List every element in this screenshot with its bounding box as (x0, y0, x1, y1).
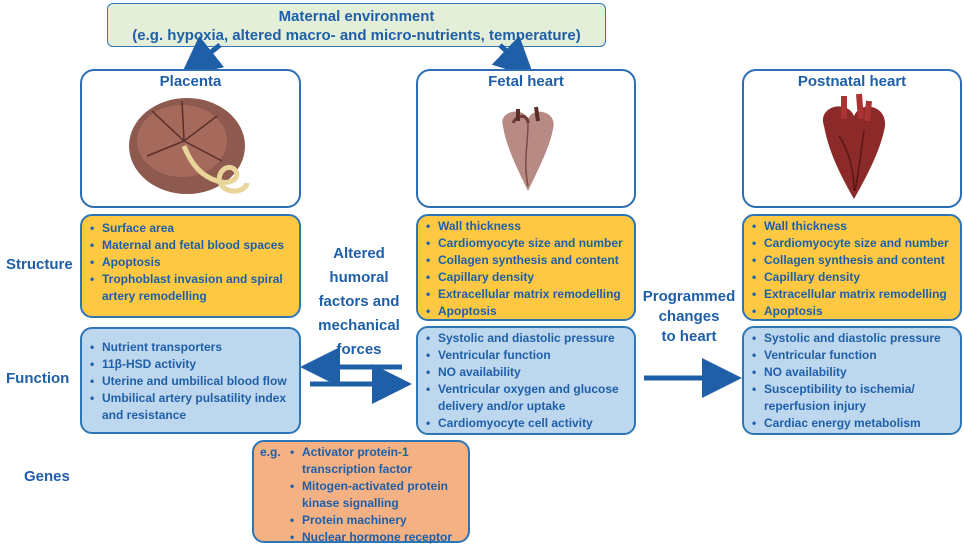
fetal-structure-box: Wall thicknessCardiomyocyte size and num… (416, 214, 636, 321)
programmed-line: changes (658, 308, 720, 325)
genes-list: Activator protein-1 transcription factor… (290, 444, 464, 546)
placenta-illustration-icon (129, 98, 250, 194)
list-item: Wall thickness (426, 218, 630, 235)
list-item: Protein machinery (290, 512, 464, 529)
genes-prefix: e.g. (260, 445, 281, 459)
list-item: 11β-HSD activity (90, 356, 293, 373)
list-item: Apoptosis (752, 303, 956, 320)
postnatal-heart-box: Postnatal heart (742, 69, 962, 208)
list-item: Surface area (90, 220, 293, 237)
postnatal-function-list: Systolic and diastolic pressureVentricul… (752, 330, 956, 432)
altered-line: forces (336, 341, 382, 358)
fetal-heart-title: Fetal heart (488, 73, 564, 90)
list-item: Trophoblast invasion and spiral artery r… (90, 271, 293, 305)
fetal-structure-list: Wall thicknessCardiomyocyte size and num… (426, 218, 630, 320)
list-item: Wall thickness (752, 218, 956, 235)
postnatal-structure-list: Wall thicknessCardiomyocyte size and num… (752, 218, 956, 320)
placenta-function-box: Nutrient transporters11β-HSD activityUte… (80, 327, 301, 434)
altered-factors-text: Altered humoral factors and mechanical f… (305, 242, 413, 362)
altered-line: humoral (329, 269, 389, 286)
list-item: Ventricular function (426, 347, 630, 364)
list-item: Systolic and diastolic pressure (752, 330, 956, 347)
list-item: NO availability (752, 364, 956, 381)
altered-line: Altered (333, 245, 385, 262)
list-item: Cardiomyocyte size and number (752, 235, 956, 252)
list-item: Nuclear hormone receptor (290, 529, 464, 546)
programmed-changes-text: Programmed changes to heart (636, 287, 742, 347)
placenta-function-list: Nutrient transporters11β-HSD activityUte… (90, 339, 293, 424)
list-item: Extracellular matrix remodelling (752, 286, 956, 303)
arrow-maternal-to-placenta (180, 35, 225, 77)
maternal-examples: (e.g. hypoxia, altered macro- and micro-… (132, 27, 581, 44)
genes-box: e.g. Activator protein-1 transcription f… (252, 440, 470, 546)
placenta-box: Placenta (80, 69, 301, 208)
altered-line: mechanical (318, 317, 400, 334)
postnatal-heart-illustration-icon (822, 93, 886, 199)
maternal-title: Maternal environment (278, 8, 435, 25)
fetal-heart-box: Fetal heart (416, 69, 636, 208)
list-item: Ventricular oxygen and glucose delivery … (426, 381, 630, 415)
list-item: Ventricular function (752, 347, 956, 364)
placenta-structure-list: Surface areaMaternal and fetal blood spa… (90, 220, 293, 305)
postnatal-function-box: Systolic and diastolic pressureVentricul… (742, 326, 962, 435)
list-item: Systolic and diastolic pressure (426, 330, 630, 347)
list-item: NO availability (426, 364, 630, 381)
list-item: Cardiomyocyte cell activity (426, 415, 630, 432)
list-item: Apoptosis (426, 303, 630, 320)
list-item: Apoptosis (90, 254, 293, 271)
list-item: Capillary density (752, 269, 956, 286)
postnatal-heart-title: Postnatal heart (797, 73, 907, 90)
postnatal-structure-box: Wall thicknessCardiomyocyte size and num… (742, 214, 962, 321)
fetal-function-box: Systolic and diastolic pressureVentricul… (416, 326, 636, 435)
list-item: Susceptibility to ischemia/ reperfusion … (752, 381, 956, 415)
list-item: Maternal and fetal blood spaces (90, 237, 293, 254)
list-item: Collagen synthesis and content (752, 252, 956, 269)
row-label-structure: Structure (6, 256, 73, 273)
list-item: Uterine and umbilical blood flow (90, 373, 293, 390)
list-item: Mitogen-activated protein kinase signall… (290, 478, 464, 512)
row-label-genes: Genes (24, 468, 70, 485)
programmed-line: Programmed (642, 288, 736, 305)
list-item: Cardiomyocyte size and number (426, 235, 630, 252)
row-label-function: Function (6, 370, 70, 387)
list-item: Umbilical artery pulsatility index and r… (90, 390, 293, 424)
placenta-title: Placenta (159, 73, 222, 90)
altered-line: factors and (318, 293, 400, 310)
programmed-line: to heart (661, 328, 717, 345)
list-item: Capillary density (426, 269, 630, 286)
list-item: Nutrient transporters (90, 339, 293, 356)
arrow-maternal-to-fetal-heart (491, 35, 535, 78)
fetal-function-list: Systolic and diastolic pressureVentricul… (426, 330, 630, 432)
list-item: Extracellular matrix remodelling (426, 286, 630, 303)
list-item: Activator protein-1 transcription factor (290, 444, 464, 478)
list-item: Collagen synthesis and content (426, 252, 630, 269)
placenta-structure-box: Surface areaMaternal and fetal blood spa… (80, 214, 301, 318)
list-item: Cardiac energy metabolism (752, 415, 956, 432)
fetal-heart-illustration-icon (502, 106, 554, 191)
